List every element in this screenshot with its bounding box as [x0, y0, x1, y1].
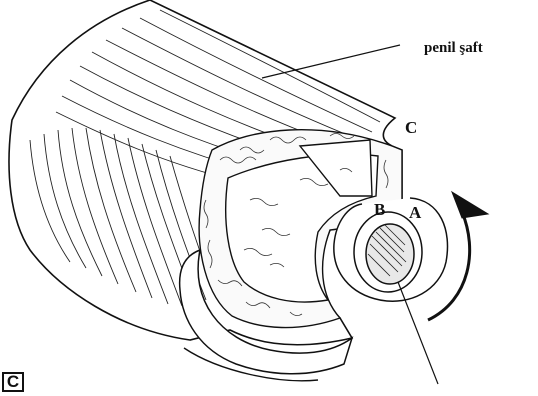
- label-c: C: [405, 118, 417, 137]
- label-b: B: [374, 200, 385, 219]
- inner-cylinder: [334, 198, 448, 301]
- shaft-leader-line: [262, 45, 400, 78]
- shaft-label: penil şaft: [424, 40, 483, 56]
- label-a: A: [409, 203, 422, 222]
- core-leader-line: [398, 282, 438, 384]
- panel-letter: C: [2, 372, 24, 392]
